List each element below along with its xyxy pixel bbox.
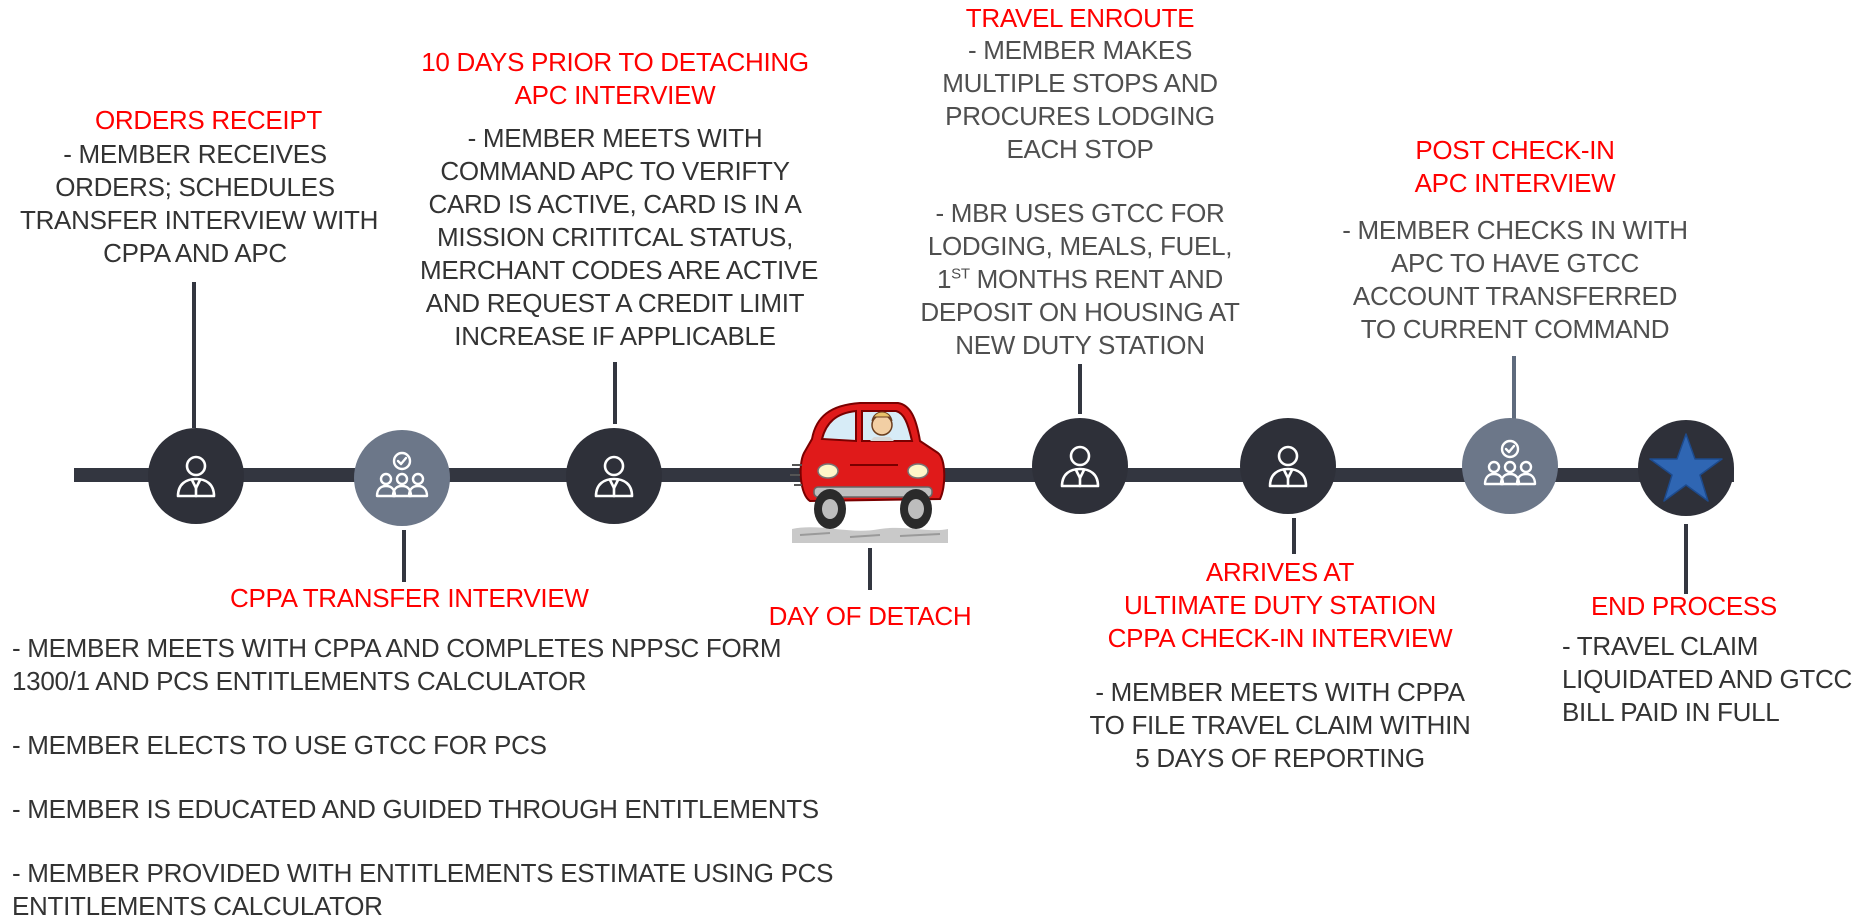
- orders-receipt-line-4: CPPA AND APC: [103, 238, 287, 268]
- apc-interview-line-1: - MEMBER MEETS WITH: [467, 123, 763, 153]
- travel-enroute-line-5: - MBR USES GTCC FOR: [935, 198, 1225, 228]
- stem-end-process: [1684, 524, 1688, 594]
- travel-enroute-ordinal-suffix: ST: [951, 265, 970, 283]
- group-check-icon: [1483, 439, 1537, 486]
- arrives-body: - MEMBER MEETS WITH CPPA TO FILE TRAVEL …: [1080, 676, 1480, 775]
- node-travel-enroute: [1032, 418, 1128, 514]
- person-icon: [594, 455, 634, 498]
- node-orders-receipt: [148, 428, 244, 524]
- post-checkin-line-4: TO CURRENT COMMAND: [1360, 314, 1670, 344]
- cppa-transfer-line-4: - MEMBER IS EDUCATED AND GUIDED THROUGH …: [12, 794, 819, 824]
- apc-interview-line-7: INCREASE IF APPLICABLE: [454, 321, 776, 351]
- car-icon: [790, 395, 950, 547]
- apc-interview-line-4: MISSION CRITITCAL STATUS,: [436, 222, 794, 252]
- cppa-transfer-line-2: 1300/1 AND PCS ENTITLEMENTS CALCULATOR: [12, 666, 587, 696]
- orders-receipt-body: - MEMBER RECEIVES ORDERS; SCHEDULES TRAN…: [20, 138, 379, 270]
- apc-interview-title: 10 DAYS PRIOR TO DETACHING APC INTERVIEW: [420, 46, 810, 112]
- travel-enroute-line-7: 1ST MONTHS RENT AND: [905, 263, 1255, 296]
- end-process-line-2: LIQUIDATED AND GTCC: [1562, 664, 1852, 694]
- end-process-line-3: BILL PAID IN FULL: [1562, 697, 1780, 727]
- stem-orders-receipt: [192, 282, 196, 428]
- travel-enroute-line-2: MULTIPLE STOPS AND: [942, 68, 1218, 98]
- orders-receipt-line-3: TRANSFER INTERVIEW WITH: [20, 205, 379, 235]
- travel-enroute-line-1: - MEMBER MAKES: [967, 35, 1193, 65]
- travel-enroute-line-8: DEPOSIT ON HOUSING AT: [920, 297, 1240, 327]
- person-icon: [1268, 445, 1308, 488]
- travel-enroute-line-9: NEW DUTY STATION: [955, 330, 1205, 360]
- orders-receipt-line-1: - MEMBER RECEIVES: [63, 139, 327, 169]
- travel-enroute-title: TRAVEL ENROUTE: [965, 3, 1195, 33]
- group-check-icon: [375, 451, 429, 498]
- cppa-transfer-body: - MEMBER MEETS WITH CPPA AND COMPLETES N…: [12, 632, 834, 923]
- node-cppa-transfer: [354, 430, 450, 526]
- travel-enroute-line-4: EACH STOP: [1006, 134, 1154, 164]
- apc-interview-title-line-1: 10 DAYS PRIOR TO DETACHING: [421, 47, 809, 77]
- stem-arrives: [1292, 518, 1296, 554]
- post-checkin-title: POST CHECK-IN APC INTERVIEW: [1395, 134, 1635, 200]
- stem-post-checkin: [1512, 356, 1516, 420]
- star-icon: [1649, 433, 1723, 502]
- post-checkin-line-1: - MEMBER CHECKS IN WITH: [1342, 215, 1688, 245]
- travel-enroute-rent: MONTHS RENT AND: [969, 264, 1224, 294]
- travel-enroute-line-6: LODGING, MEALS, FUEL,: [927, 231, 1233, 261]
- end-process-title: END PROCESS: [1591, 591, 1777, 621]
- cppa-transfer-line-5: - MEMBER PROVIDED WITH ENTITLEMENTS ESTI…: [12, 858, 834, 888]
- stem-day-of-detach: [868, 548, 872, 590]
- apc-interview-line-6: AND REQUEST A CREDIT LIMIT: [425, 288, 805, 318]
- arrives-title-line-2: ULTIMATE DUTY STATION: [1124, 590, 1436, 620]
- cppa-transfer-line-3: - MEMBER ELECTS TO USE GTCC FOR PCS: [12, 730, 547, 760]
- apc-interview-line-3: CARD IS ACTIVE, CARD IS IN A: [428, 189, 802, 219]
- node-apc-interview: [566, 428, 662, 524]
- arrives-title-line-3: CPPA CHECK-IN INTERVIEW: [1107, 623, 1453, 653]
- arrives-line-1: - MEMBER MEETS WITH CPPA: [1095, 677, 1465, 707]
- apc-interview-title-line-2: APC INTERVIEW: [514, 80, 716, 110]
- post-checkin-title-line-1: POST CHECK-IN: [1415, 135, 1615, 165]
- stem-travel-enroute: [1078, 364, 1082, 414]
- person-icon: [176, 455, 216, 498]
- cppa-transfer-line-1: - MEMBER MEETS WITH CPPA AND COMPLETES N…: [12, 633, 782, 663]
- person-icon: [1060, 445, 1100, 488]
- node-end-process: [1638, 420, 1734, 516]
- arrives-line-2: TO FILE TRAVEL CLAIM WITHIN: [1089, 710, 1471, 740]
- travel-enroute-ordinal: 1: [936, 264, 952, 294]
- arrives-line-3: 5 DAYS OF REPORTING: [1135, 743, 1425, 773]
- orders-receipt-line-2: ORDERS; SCHEDULES: [55, 172, 335, 202]
- node-post-checkin: [1462, 418, 1558, 514]
- stem-apc-interview: [613, 362, 617, 424]
- arrives-title: ARRIVES AT ULTIMATE DUTY STATION CPPA CH…: [1080, 556, 1480, 655]
- travel-enroute-body: - MEMBER MAKES MULTIPLE STOPS AND PROCUR…: [905, 34, 1255, 362]
- post-checkin-body: - MEMBER CHECKS IN WITH APC TO HAVE GTCC…: [1340, 214, 1690, 346]
- node-arrives: [1240, 418, 1336, 514]
- cppa-transfer-line-6: ENTITLEMENTS CALCULATOR: [12, 891, 383, 921]
- apc-interview-body: - MEMBER MEETS WITH COMMAND APC TO VERIF…: [420, 122, 818, 353]
- travel-enroute-line-3: PROCURES LODGING: [945, 101, 1215, 131]
- post-checkin-line-3: ACCOUNT TRANSFERRED: [1352, 281, 1678, 311]
- post-checkin-title-line-2: APC INTERVIEW: [1414, 168, 1616, 198]
- end-process-line-1: - TRAVEL CLAIM: [1562, 631, 1759, 661]
- post-checkin-line-2: APC TO HAVE GTCC: [1390, 248, 1640, 278]
- stem-cppa-transfer: [402, 530, 406, 582]
- day-of-detach-title: DAY OF DETACH: [768, 601, 972, 631]
- arrives-title-line-1: ARRIVES AT: [1205, 557, 1355, 587]
- end-process-body: - TRAVEL CLAIM LIQUIDATED AND GTCC BILL …: [1562, 630, 1852, 729]
- orders-receipt-title: ORDERS RECEIPT: [95, 105, 322, 135]
- apc-interview-line-2: COMMAND APC TO VERIFTY: [440, 156, 790, 186]
- apc-interview-line-5: MERCHANT CODES ARE ACTIVE: [420, 255, 818, 285]
- cppa-transfer-title: CPPA TRANSFER INTERVIEW: [230, 583, 589, 613]
